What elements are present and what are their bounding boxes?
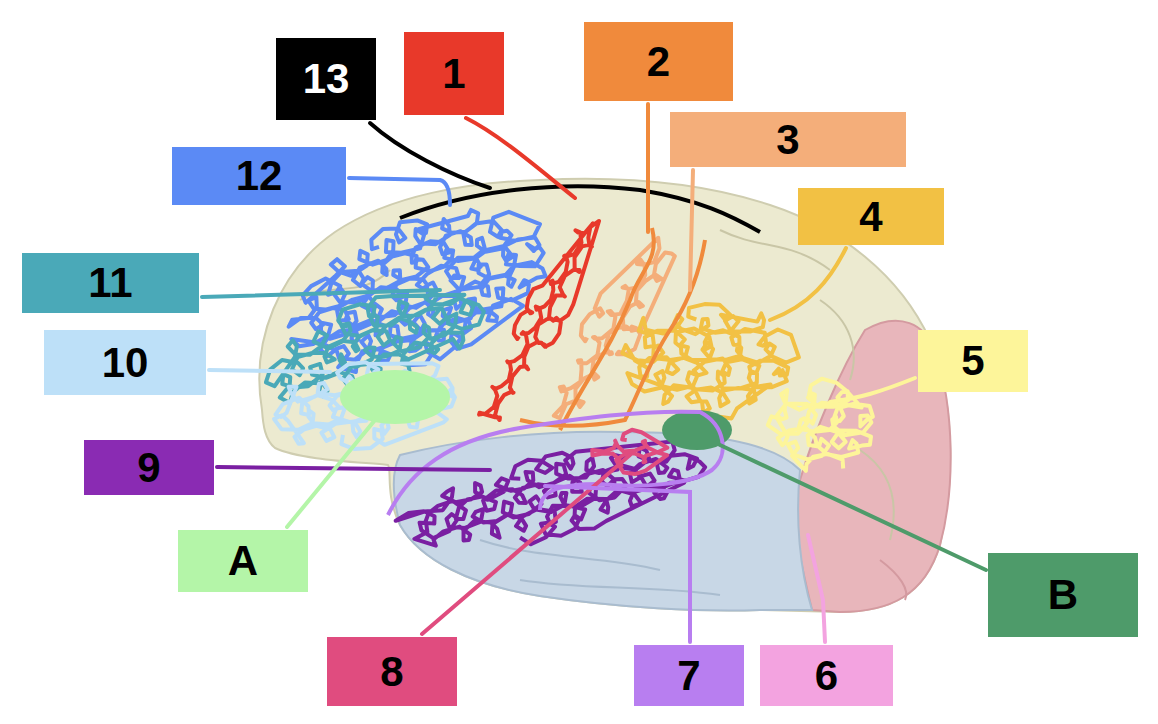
callout-box: 11 <box>22 253 199 313</box>
callout-number: 13 <box>303 58 350 100</box>
callout-number: B <box>1048 574 1078 616</box>
region-2-outline <box>520 228 705 430</box>
callout-number: A <box>228 540 258 582</box>
callout-number: 1 <box>442 53 465 95</box>
callout-number: 4 <box>859 196 882 238</box>
callout-number: 9 <box>137 447 160 489</box>
brain-outline <box>259 179 950 612</box>
callout-number: 2 <box>647 41 670 83</box>
callout-number: 8 <box>380 651 403 693</box>
callout-box: 2 <box>584 22 733 101</box>
callout-number: 6 <box>815 655 838 697</box>
callout-box: 3 <box>670 112 906 167</box>
scribble-region <box>622 304 799 418</box>
callout-number: 10 <box>102 342 149 384</box>
region-13-line <box>400 186 760 232</box>
callout-box: 12 <box>172 147 346 205</box>
callout-box: 4 <box>798 188 944 245</box>
callout-box: 8 <box>327 637 457 706</box>
region-7-outline <box>388 412 723 515</box>
callout-box: 13 <box>276 38 376 120</box>
region-a <box>340 370 450 424</box>
callout-number: 7 <box>677 655 700 697</box>
callout-number: 3 <box>776 119 799 161</box>
scribble-region <box>268 350 460 461</box>
callout-number: 11 <box>88 262 132 304</box>
scribble-region <box>592 430 667 474</box>
scribble-region <box>469 209 614 430</box>
callout-box: 5 <box>918 330 1028 392</box>
callout-box: A <box>178 530 308 592</box>
callout-box: 6 <box>760 645 893 706</box>
callout-box: 10 <box>44 330 206 395</box>
scribble-region <box>768 379 873 471</box>
callout-number: 12 <box>236 155 283 197</box>
callout-number: 5 <box>961 340 984 382</box>
callout-box: 9 <box>84 440 214 495</box>
callout-box: 1 <box>404 32 504 115</box>
scribble-region <box>389 424 713 571</box>
callout-box: B <box>988 553 1138 637</box>
callout-box: 7 <box>634 645 744 706</box>
